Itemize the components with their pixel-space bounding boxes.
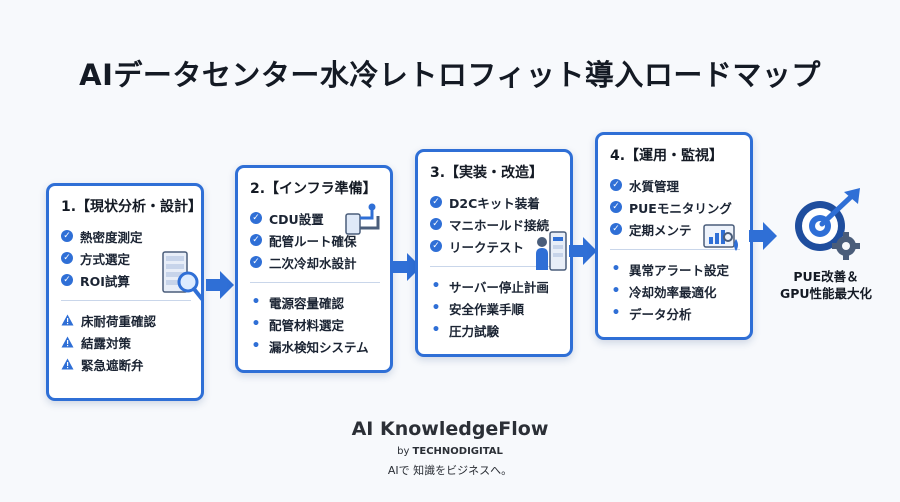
warning-item: 緊急遮断弁 [61,353,191,375]
brand-name: AI KnowledgeFlow [351,418,549,440]
step-card-2: 2.【インフラ準備】 ✓CDU設置 ✓配管ルート確保 ✓二次冷却水設計 •電源容… [235,165,393,373]
bullet-item: •圧力試験 [431,322,500,339]
warning-triangle-icon [61,314,74,326]
arrow-right-icon [569,237,597,265]
divider [61,300,191,301]
check-item: ✓リークテスト [430,235,560,257]
check-circle-icon: ✓ [250,212,262,224]
check-circle-icon: ✓ [610,201,622,213]
check-circle-icon: ✓ [430,196,442,208]
divider [250,282,380,283]
check-circle-icon: ✓ [61,252,73,264]
bullet-item: •サーバー停止計画 [431,278,549,295]
technician-rack-icon [536,231,567,271]
check-item: ✓マニホールド接続 [430,213,560,235]
check-item: ✓CDU設置 [250,207,380,229]
check-circle-icon: ✓ [610,179,622,191]
page-title: AIデータセンター水冷レトロフィット導入ロードマップ [79,58,821,92]
step-title: 2.【インフラ準備】 [250,181,377,197]
check-item: ✓D2Cキット装着 [430,191,560,213]
check-item: ✓配管ルート確保 [250,229,380,251]
warning-triangle-icon [61,336,74,348]
divider [610,249,740,250]
bullet-item: •安全作業手順 [431,300,525,317]
check-item: ✓ROI試算 [61,269,191,291]
divider [430,266,560,267]
pipe-valve-icon [345,203,380,235]
check-circle-icon: ✓ [430,240,442,252]
step-title: 4.【運用・監視】 [610,148,724,164]
warning-triangle-icon [61,358,74,370]
check-circle-icon: ✓ [250,256,262,268]
check-item: ✓方式選定 [61,247,191,269]
bullet-item: •冷却効率最適化 [611,283,717,300]
arrow-right-icon [206,271,234,299]
step-title: 1.【現状分析・設計】 [61,199,203,215]
bullet-item: •異常アラート設定 [611,261,730,278]
bullet-item: •漏水検知システム [251,338,369,355]
monitor-chart-icon [703,224,738,251]
arrow-right-icon [749,222,777,250]
brand-byline: by TECHNODIGITAL [397,446,503,457]
step-card-4: 4.【運用・監視】 ✓水質管理 ✓PUEモニタリング ✓定期メンテ •異常アラー… [595,132,753,340]
check-circle-icon: ✓ [61,274,73,286]
step-title: 3.【実装・改造】 [430,165,544,181]
arrow-right-icon [393,253,421,281]
step-card-3: 3.【実装・改造】 ✓D2Cキット装着 ✓マニホールド接続 ✓リークテスト •サ… [415,149,573,357]
server-magnifier-icon [162,251,204,301]
bullet-item: •データ分析 [611,305,692,322]
warning-item: 床耐荷重確認 [61,309,191,331]
check-circle-icon: ✓ [430,218,442,230]
result-label: PUE改善＆ GPU性能最大化 [779,269,873,301]
check-circle-icon: ✓ [61,230,73,242]
check-circle-icon: ✓ [250,234,262,246]
check-circle-icon: ✓ [610,223,622,235]
check-item: ✓二次冷却水設計 [250,251,380,273]
brand-tagline: AIで 知識をビジネスへ。 [387,464,513,477]
warning-item: 結露対策 [61,331,191,353]
step-card-1: 1.【現状分析・設計】 ✓熱密度測定 ✓方式選定 ✓ROI試算 床耐荷重確認 結… [46,183,204,401]
check-item: ✓定期メンテ [610,218,740,240]
bullet-item: •配管材料選定 [251,316,345,333]
check-item: ✓熱密度測定 [61,225,191,247]
gear-target-arrow-icon [795,188,860,260]
check-item: ✓水質管理 [610,174,740,196]
bullet-item: •電源容量確認 [251,294,345,311]
check-item: ✓PUEモニタリング [610,196,740,218]
